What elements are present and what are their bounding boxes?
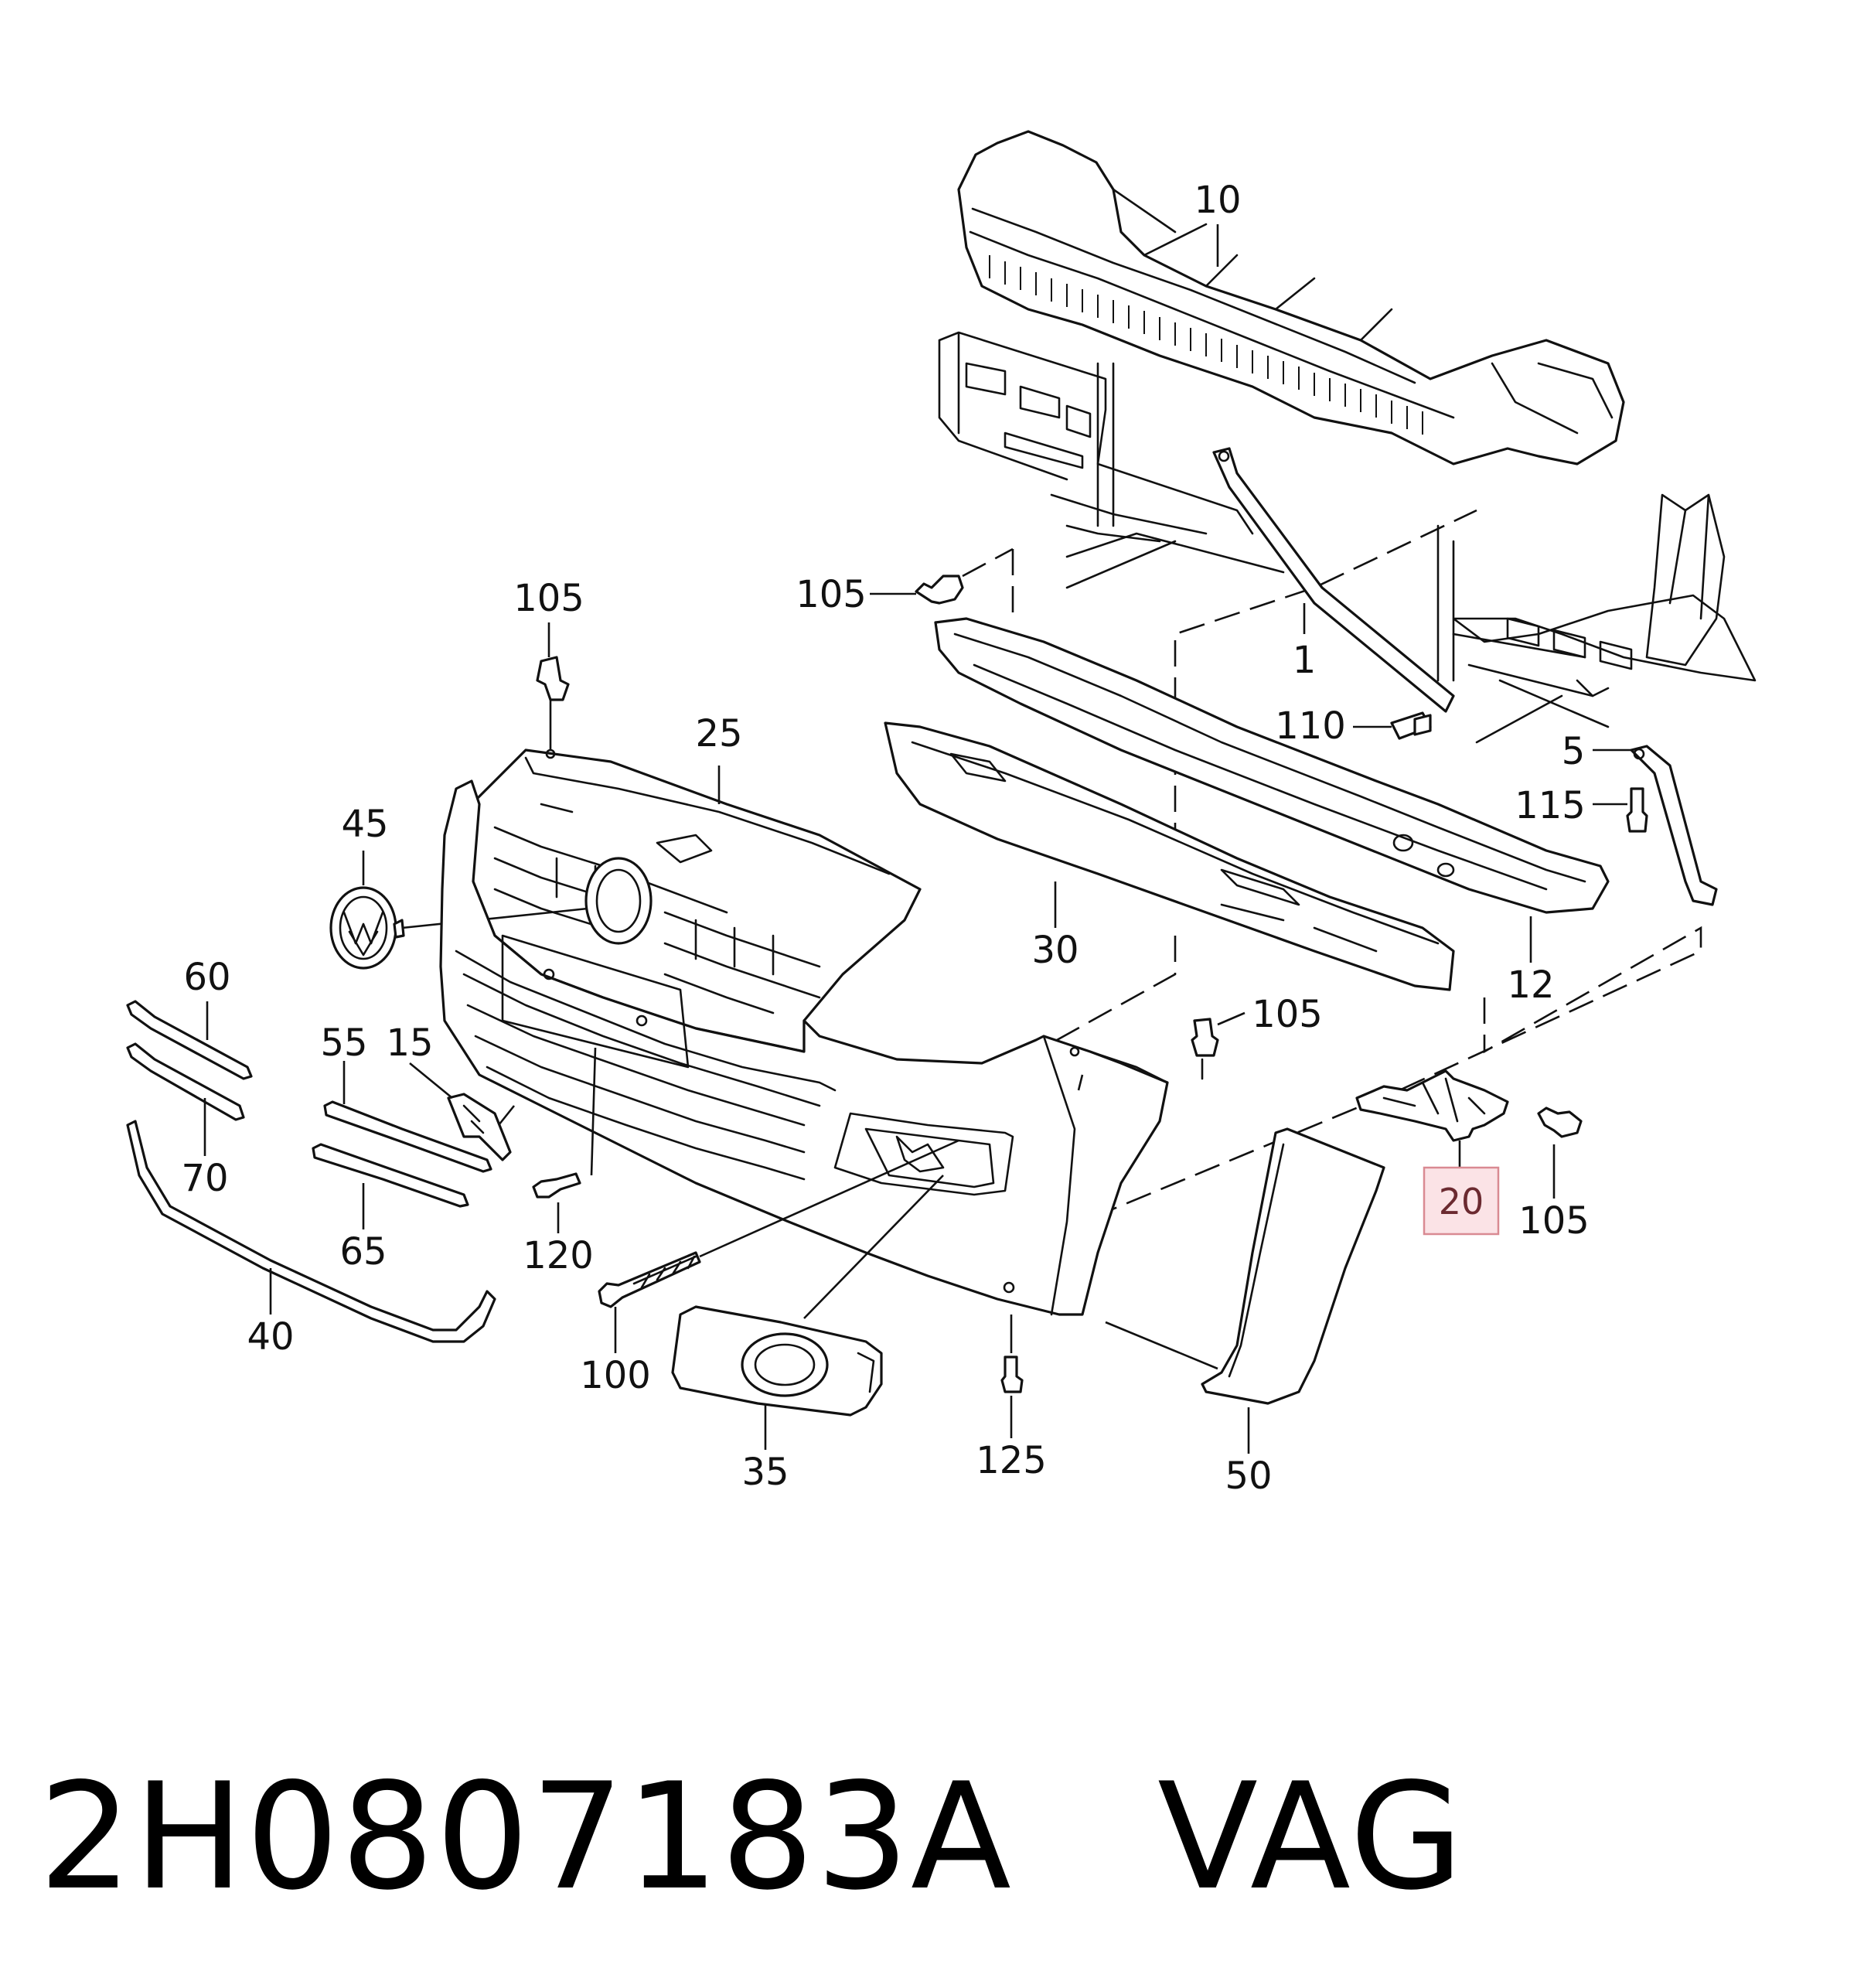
part-12-carrier — [934, 617, 1610, 963]
part-50-side-trim — [1105, 1127, 1385, 1454]
callout-70: 70 — [181, 1157, 228, 1200]
callout-40: 40 — [247, 1315, 294, 1359]
callout-65: 65 — [339, 1230, 387, 1274]
callout-55: 55 — [320, 1021, 367, 1065]
callout-125: 125 — [976, 1439, 1047, 1482]
part-40-moulding — [126, 1120, 496, 1343]
part-45-vw-badge — [329, 851, 588, 970]
part-15-tow-cover — [409, 1062, 516, 1161]
callout-20: 20 — [1439, 1181, 1484, 1222]
bumper-cover — [439, 779, 1169, 1316]
part-120-screw — [532, 1047, 597, 1233]
callout-105-right: 105 — [1518, 1199, 1590, 1243]
part-105-clip-carrier — [870, 547, 1014, 605]
part-70-trim-strip — [126, 1042, 245, 1156]
part-115-bolt — [1593, 787, 1648, 833]
part-35-foglamp-grille — [671, 1175, 944, 1450]
body-front-structure — [938, 331, 1757, 744]
part-1-strut — [1212, 447, 1455, 713]
callout-45: 45 — [341, 803, 388, 846]
part-5-bracket — [1593, 745, 1718, 906]
part-110-bolt — [1353, 711, 1432, 740]
brand-name: VAG — [1157, 1751, 1465, 1922]
callout-20-highlight: 20 — [1423, 1166, 1500, 1236]
part-60-trim-strip — [126, 1000, 253, 1080]
part-105-clip-side — [1191, 1011, 1246, 1080]
callout-30: 30 — [1031, 929, 1079, 972]
highlight-box — [1423, 1166, 1500, 1236]
part-105-clip-grille — [536, 622, 570, 759]
callout-50: 50 — [1225, 1454, 1272, 1498]
callout-105-side: 105 — [1252, 993, 1323, 1036]
callout-1: 1 — [1293, 639, 1317, 682]
callout-100: 100 — [580, 1354, 651, 1397]
part-100-bolt — [598, 1139, 959, 1353]
part-10-crossmember — [957, 130, 1625, 465]
callout-105-grille: 105 — [513, 577, 584, 620]
part-55-trim-strip — [323, 1061, 492, 1173]
callout-35: 35 — [741, 1451, 789, 1494]
callout-115: 115 — [1515, 784, 1586, 827]
callout-5: 5 — [1562, 730, 1586, 773]
part-30-stiffener — [884, 721, 1455, 991]
callout-120: 120 — [523, 1234, 594, 1277]
callout-15: 15 — [386, 1021, 433, 1065]
callout-105-carrier: 105 — [796, 573, 867, 616]
part-105-clip-right — [1537, 1107, 1583, 1199]
part-number-footer: 2H0807183A VAG — [39, 1751, 1465, 1922]
callout-10: 10 — [1194, 179, 1241, 222]
part-65-trim-strip — [312, 1143, 469, 1229]
callout-12: 12 — [1507, 963, 1554, 1007]
callout-25: 25 — [695, 712, 742, 755]
callout-labels: 10 1 105 110 5 115 12 30 25 105 45 60 55… — [181, 179, 1589, 1498]
callout-110: 110 — [1275, 704, 1346, 748]
callout-60: 60 — [183, 956, 230, 999]
part-25-grille — [470, 748, 922, 1053]
part-125-screw — [1000, 1315, 1024, 1438]
part-number: 2H0807183A — [39, 1751, 1013, 1922]
part-20-bracket — [1355, 1069, 1509, 1168]
